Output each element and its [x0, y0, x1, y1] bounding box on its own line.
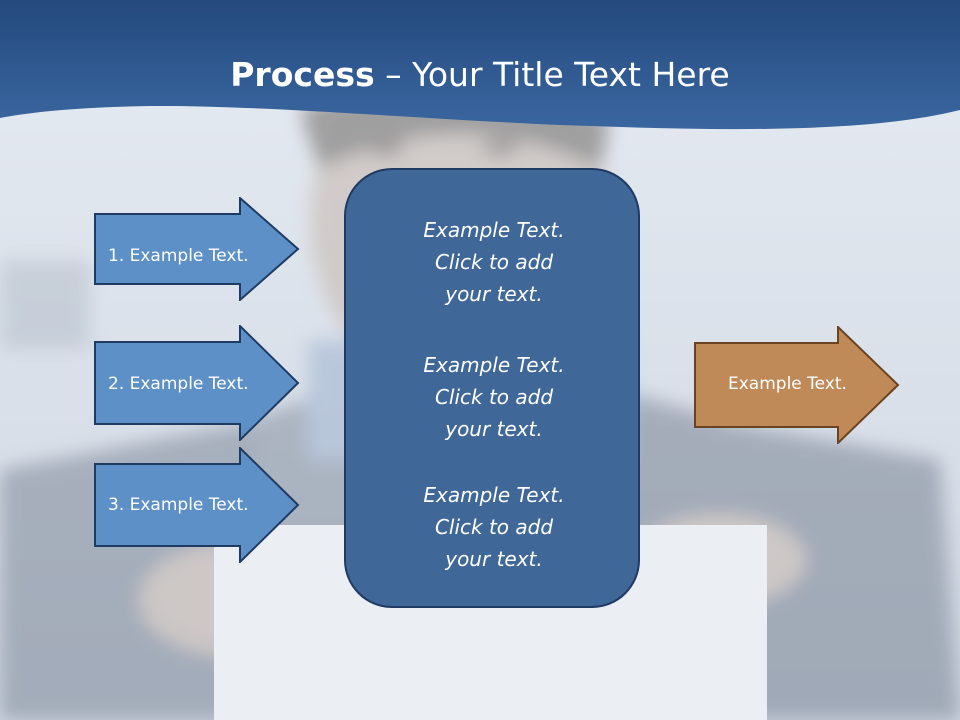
input-arrow-label-1: 1. Example Text.	[108, 246, 249, 266]
center-text-block-3: Example Text. Click to add your text.	[346, 479, 642, 575]
header-banner	[0, 0, 960, 130]
center-line: Click to add	[434, 385, 554, 409]
title-strong: Process	[230, 55, 375, 94]
center-line: Click to add	[434, 515, 554, 539]
center-line: Click to add	[434, 250, 554, 274]
input-arrow-1[interactable]	[94, 197, 300, 301]
center-line: Example Text.	[423, 218, 565, 242]
center-text-block-2: Example Text. Click to add your text.	[346, 349, 642, 445]
title-rest: – Your Title Text Here	[374, 55, 730, 94]
center-line: Example Text.	[423, 353, 565, 377]
input-arrow-label-3: 3. Example Text.	[108, 495, 249, 515]
output-arrow-label: Example Text.	[728, 374, 847, 394]
center-line: Example Text.	[423, 483, 565, 507]
slide-title: Process – Your Title Text Here	[0, 52, 960, 98]
center-line: your text.	[445, 417, 543, 441]
center-process-box[interactable]: Example Text. Click to add your text. Ex…	[344, 168, 640, 608]
output-arrow[interactable]	[694, 326, 900, 444]
input-arrow-2[interactable]	[94, 325, 300, 441]
center-line: your text.	[445, 547, 543, 571]
center-text-block-1: Example Text. Click to add your text.	[346, 214, 642, 310]
input-arrow-label-2: 2. Example Text.	[108, 374, 249, 394]
input-arrow-3[interactable]	[94, 447, 300, 563]
center-line: your text.	[445, 282, 543, 306]
